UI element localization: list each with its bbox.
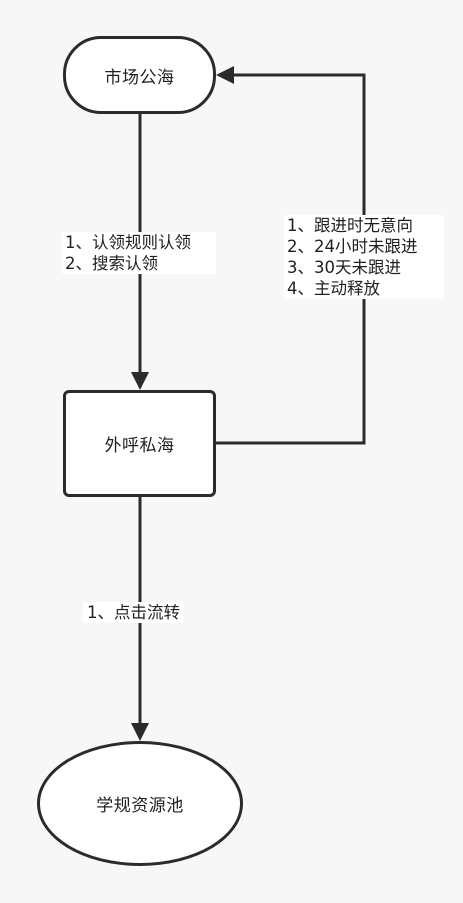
- node-outbound-private-pool: 外呼私海: [63, 390, 216, 497]
- node-learning-resource-pool-label: 学规资源池: [96, 796, 184, 816]
- edge-claim-line-1: 1、认领规则认领: [65, 233, 191, 252]
- edge-release-arrowhead: [216, 66, 234, 84]
- node-learning-resource-pool: 学规资源池: [37, 741, 243, 866]
- edge-transfer-line-1: 1、点击流转: [87, 603, 180, 622]
- edge-release-line-2: 2、24小时未跟进: [287, 237, 418, 256]
- edge-transfer-label: 1、点击流转: [83, 602, 184, 623]
- edge-claim-line-2: 2、搜索认领: [65, 254, 158, 273]
- edge-release-label: 1、跟进时无意向 2、24小时未跟进 3、30天未跟进 4、主动释放: [284, 215, 444, 299]
- edge-release-line-4: 4、主动释放: [287, 279, 380, 298]
- edge-claim-label: 1、认领规则认领 2、搜索认领: [62, 232, 216, 274]
- edge-release-line-1: 1、跟进时无意向: [287, 216, 413, 235]
- edge-release-line-3: 3、30天未跟进: [287, 258, 401, 277]
- node-market-public-pool: 市场公海: [63, 36, 216, 114]
- edge-claim-arrowhead: [131, 372, 149, 390]
- node-market-public-pool-label: 市场公海: [104, 67, 175, 88]
- edge-transfer-arrowhead: [131, 723, 149, 741]
- node-outbound-private-pool-label: 外呼私海: [104, 436, 175, 456]
